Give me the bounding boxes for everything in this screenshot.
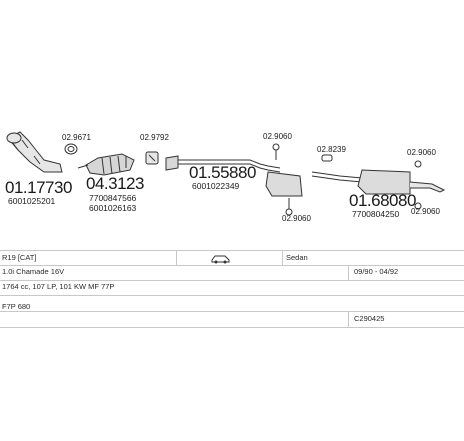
part-ref-2a: 7700847566 xyxy=(89,193,137,203)
accessory-number-5c: 02.9060 xyxy=(411,207,440,216)
gasket-icon xyxy=(64,143,78,155)
part-ref-1: 6001025201 xyxy=(8,196,56,206)
part-ref-4: 6001022349 xyxy=(192,181,240,191)
accessory-number-1: 02.9671 xyxy=(62,133,91,142)
engine-spec: 1764 cc, 107 LP, 101 KW MF 77P xyxy=(2,282,115,291)
car-icon xyxy=(210,250,232,265)
engine-description: 1.0i Chamade 16V xyxy=(2,267,65,276)
accessory-number-4b: 02.9060 xyxy=(282,214,311,223)
rear-silencer-drawing xyxy=(311,169,446,195)
accessory-number-5b: 02.9060 xyxy=(407,148,436,157)
vehicle-model: R19 [CAT] xyxy=(2,253,37,262)
catalog-number: C290425 xyxy=(354,314,385,323)
engine-code: F7P 680 xyxy=(2,302,31,311)
part-number-5: 01.68080 xyxy=(349,191,416,210)
rubber-hanger-icon xyxy=(321,154,422,210)
exhaust-system-diagram: 01.17730 6001025201 02.9671 04.3123 7700… xyxy=(5,131,446,223)
part-number-1: 01.17730 xyxy=(5,178,72,197)
part-ref-5: 7700804250 xyxy=(352,209,400,219)
clamp-icon xyxy=(145,151,159,165)
part-number-2: 04.3123 xyxy=(86,174,144,193)
accessory-number-5a: 02.8239 xyxy=(317,145,346,154)
middle-silencer-drawing xyxy=(165,155,303,197)
catalytic-converter-drawing xyxy=(77,153,135,176)
accessory-number-3: 02.9792 xyxy=(140,133,169,142)
accessory-number-4a: 02.9060 xyxy=(263,132,292,141)
production-date: 09/90 - 04/92 xyxy=(354,267,399,276)
hanger-icon xyxy=(272,143,293,216)
part-ref-2b: 6001026163 xyxy=(89,203,137,213)
part-number-4: 01.55880 xyxy=(189,163,256,182)
front-pipe-drawing xyxy=(6,131,63,173)
body-type: Sedan xyxy=(286,253,308,262)
